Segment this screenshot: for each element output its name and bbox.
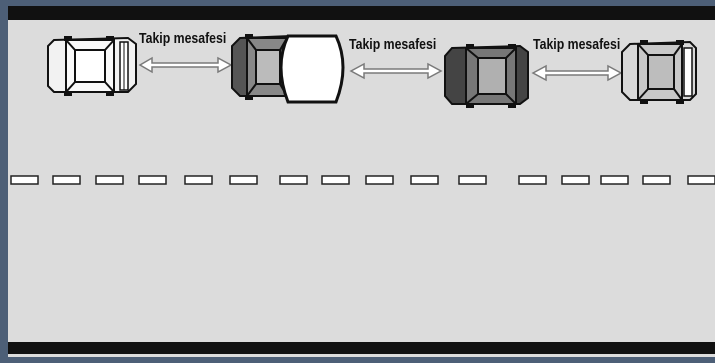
lane-dash bbox=[601, 176, 628, 184]
gap-label-2: Takip mesafesi bbox=[349, 37, 436, 52]
gap-label-3: Takip mesafesi bbox=[533, 37, 620, 52]
lane-dash bbox=[11, 176, 38, 184]
car-3 bbox=[445, 44, 528, 108]
car-1 bbox=[48, 36, 136, 96]
lane-dash bbox=[366, 176, 393, 184]
lane-dash bbox=[562, 176, 589, 184]
lane-dash bbox=[280, 176, 307, 184]
gap-label-1: Takip mesafesi bbox=[139, 31, 226, 46]
lane-dash bbox=[459, 176, 486, 184]
lane-dash bbox=[643, 176, 670, 184]
lane-dash bbox=[185, 176, 212, 184]
lane-dash bbox=[688, 176, 715, 184]
lane-dash bbox=[53, 176, 80, 184]
obstacle bbox=[281, 36, 343, 102]
car-4 bbox=[622, 40, 696, 104]
lane-dash bbox=[96, 176, 123, 184]
bottom-edge-line bbox=[8, 342, 715, 354]
lane-dash bbox=[139, 176, 166, 184]
lane-dash bbox=[411, 176, 438, 184]
lane-dash bbox=[230, 176, 257, 184]
lane-dash bbox=[519, 176, 546, 184]
top-edge-line bbox=[8, 6, 715, 20]
lane-dash bbox=[322, 176, 349, 184]
